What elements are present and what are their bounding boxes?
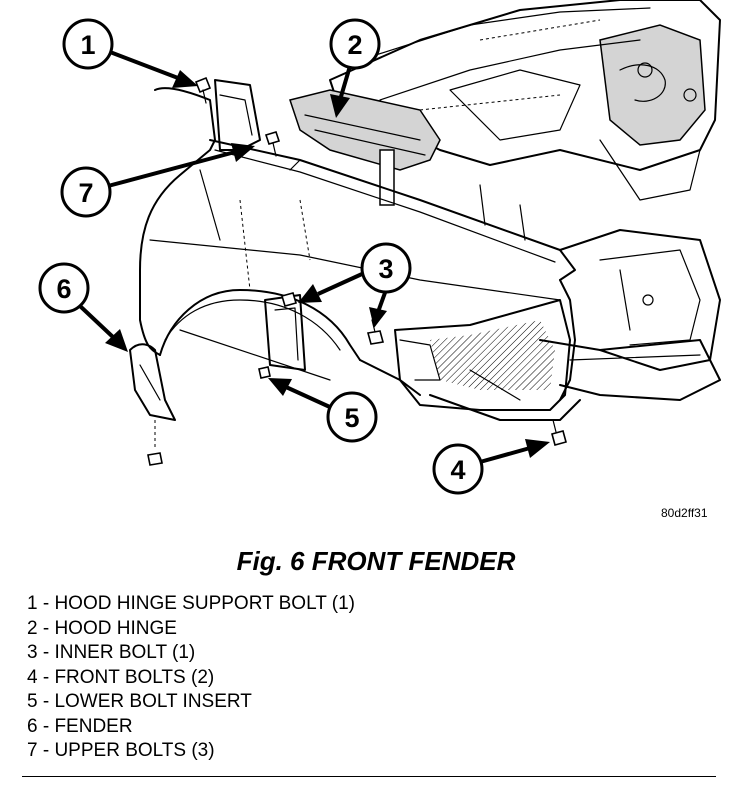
callout-5: 5 bbox=[268, 378, 378, 443]
bolt-1 bbox=[194, 76, 212, 104]
bolt-5 bbox=[258, 366, 271, 379]
fender-top-rail bbox=[209, 139, 576, 281]
engine-compartment-structure bbox=[329, 0, 721, 201]
legend-item: 1 - HOOD HINGE SUPPORT BOLT (1) bbox=[27, 593, 355, 614]
radiator-support bbox=[539, 229, 721, 401]
bolt-7a bbox=[264, 131, 281, 157]
figure-code: 80d2ff31 bbox=[661, 506, 708, 520]
callout-2: 2 bbox=[329, 18, 381, 118]
callout-4: 4 bbox=[432, 439, 550, 495]
fender-lower-end bbox=[129, 343, 176, 450]
callout-4-label: 4 bbox=[450, 455, 465, 485]
bolts bbox=[147, 76, 567, 466]
front-fender-bracket bbox=[394, 299, 581, 421]
callout-6-label: 6 bbox=[56, 274, 71, 304]
bolt-4 bbox=[551, 419, 567, 446]
hood-hinge bbox=[289, 89, 441, 206]
legend-list: 1 - HOOD HINGE SUPPORT BOLT (1) 2 - HOOD… bbox=[27, 592, 355, 764]
callout-3: 3 bbox=[298, 242, 412, 328]
callout-1: 1 bbox=[62, 18, 198, 88]
legend-item: 4 - FRONT BOLTS (2) bbox=[27, 666, 215, 688]
front-fender-illustration: 1 2 3 4 5 6 7 80d2ff31 bbox=[38, 0, 721, 520]
bolt-6 bbox=[147, 452, 163, 466]
callout-5-label: 5 bbox=[344, 403, 359, 433]
callout-3-label: 3 bbox=[378, 254, 393, 284]
callout-1-label: 1 bbox=[80, 30, 95, 60]
bottom-divider bbox=[22, 776, 716, 777]
legend-item: 2 - HOOD HINGE bbox=[27, 617, 177, 639]
bolt-3b bbox=[366, 319, 385, 345]
legend-item: 7 - UPPER BOLTS (3) bbox=[27, 740, 215, 761]
callout-7-label: 7 bbox=[78, 178, 93, 208]
figure-caption: Fig. 6 FRONT FENDER bbox=[236, 546, 516, 576]
callout-2-label: 2 bbox=[347, 30, 362, 60]
legend-item: 6 - FENDER bbox=[27, 715, 133, 737]
callout-7: 7 bbox=[60, 143, 255, 218]
legend-item: 5 - LOWER BOLT INSERT bbox=[27, 691, 252, 712]
legend-item: 3 - INNER BOLT (1) bbox=[27, 642, 196, 663]
callout-6: 6 bbox=[38, 262, 128, 352]
bolt-3 bbox=[280, 292, 298, 307]
